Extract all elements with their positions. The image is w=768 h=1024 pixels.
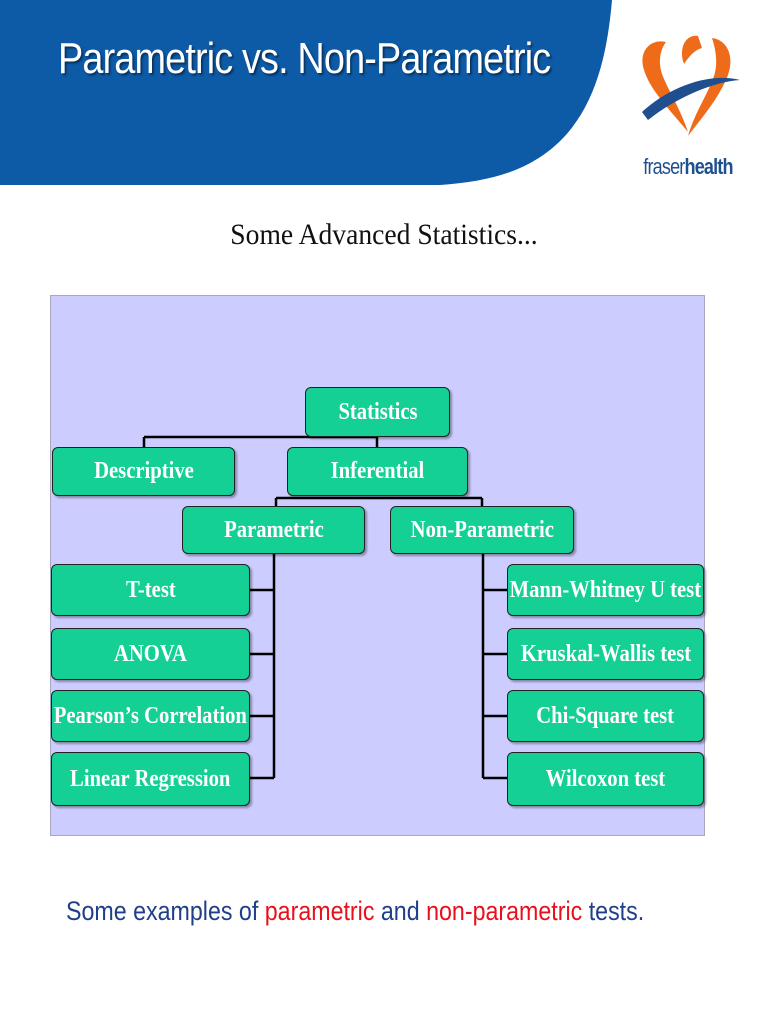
non-parametric-test-node: Chi-Square test <box>507 690 704 742</box>
non-parametric-node: Non-Parametric <box>390 506 574 554</box>
inferential-node: Inferential <box>287 447 468 496</box>
page-title: Parametric vs. Non-Parametric <box>58 34 551 83</box>
parametric-test-node: Pearson’s Correlation <box>51 690 250 742</box>
parametric-test-node: Linear Regression <box>51 752 250 806</box>
heart-icon <box>642 35 740 136</box>
non-parametric-test-node: Mann-Whitney U test <box>507 564 704 616</box>
non-parametric-test-node: Kruskal-Wallis test <box>507 628 704 680</box>
caption-highlight-non-parametric: non-parametric <box>426 896 583 926</box>
parametric-node: Parametric <box>182 506 365 554</box>
statistics-node: Statistics <box>305 387 450 437</box>
slide-caption: Some examples of parametric and non-para… <box>66 896 645 926</box>
non-parametric-test-node: Wilcoxon test <box>507 752 704 806</box>
parametric-test-node: T-test <box>51 564 250 616</box>
descriptive-node: Descriptive <box>52 447 235 496</box>
parametric-test-node: ANOVA <box>51 628 250 680</box>
caption-highlight-parametric: parametric <box>264 896 375 926</box>
logo-wordmark: fraserhealth <box>643 154 733 179</box>
slide-subtitle: Some Advanced Statistics... <box>230 218 538 251</box>
header-banner <box>0 0 612 185</box>
fraser-health-logo: fraserhealth <box>628 28 748 188</box>
